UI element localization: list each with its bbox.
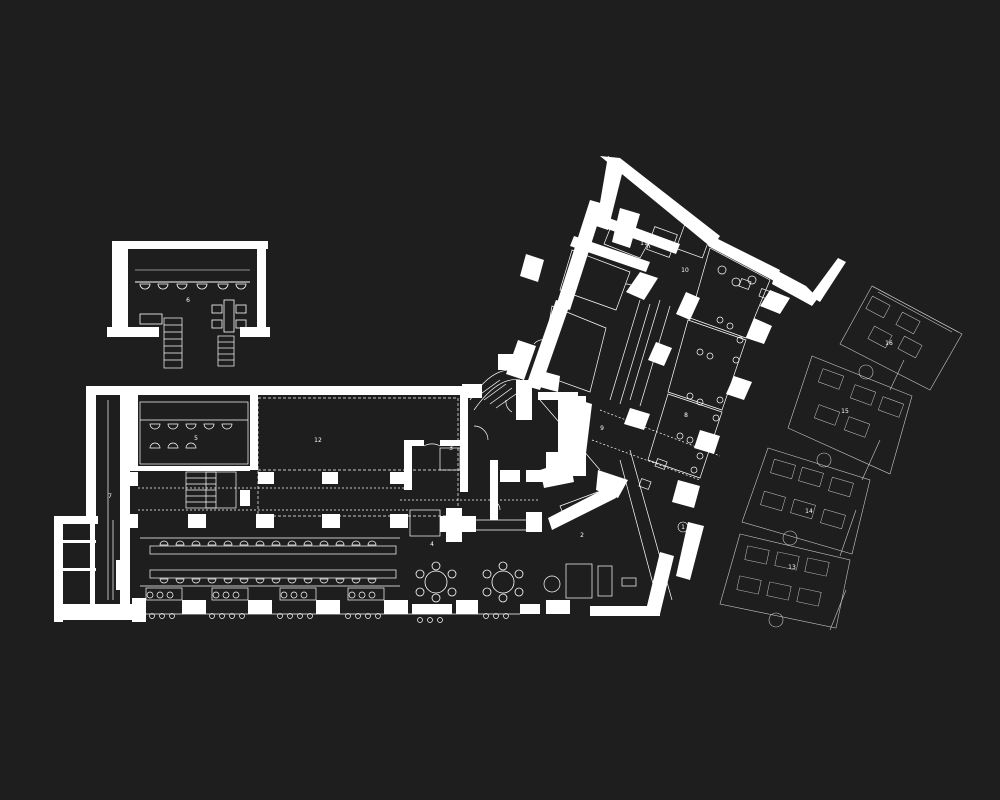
wall-west xyxy=(86,386,96,518)
wall-room5-bottom xyxy=(138,466,250,471)
east-wing xyxy=(506,156,846,616)
room-label-11: 11 xyxy=(640,240,648,247)
wall-north-west xyxy=(86,386,468,395)
wall-core-2 xyxy=(130,395,138,471)
room-labels: 1 2 3 4 5 6 7 8 9 10 11 12 13 14 15 16 xyxy=(108,240,893,571)
room-label-4: 4 xyxy=(430,541,434,548)
room-label-8: 8 xyxy=(684,412,688,419)
annex-wall-right xyxy=(257,249,266,337)
room-label-9: 9 xyxy=(600,425,604,432)
wall-room5-right xyxy=(250,395,258,470)
annex-wall-left xyxy=(112,241,128,337)
annex-wall-bottom-left xyxy=(107,327,159,337)
east-wing-chairs xyxy=(638,265,772,490)
annex-block xyxy=(107,241,270,369)
room-label-12: 12 xyxy=(314,437,322,444)
room-label-1: 1 xyxy=(681,524,685,531)
room-label-5: 5 xyxy=(194,435,198,442)
wall-room12-right xyxy=(460,395,468,443)
room-label-14: 14 xyxy=(805,508,813,515)
annex-chairs xyxy=(139,283,247,333)
west-wing-chairs xyxy=(139,423,509,623)
room-label-7: 7 xyxy=(108,493,112,500)
east-wing-lines xyxy=(505,221,771,611)
round-tables xyxy=(415,561,524,603)
annex-stair xyxy=(163,317,235,369)
room-label-10: 10 xyxy=(681,267,689,274)
wall-south-west xyxy=(54,604,136,620)
terrace-13 xyxy=(719,533,851,629)
terrace-15 xyxy=(787,355,913,475)
west-wing-lines xyxy=(107,397,520,615)
annex-wall-top xyxy=(112,241,268,249)
room-label-2: 2 xyxy=(580,532,584,539)
room-label-6: 6 xyxy=(186,297,190,304)
room-label-3: 3 xyxy=(449,445,453,452)
wall-west-lower xyxy=(54,516,98,524)
room-label-13: 13 xyxy=(788,564,796,571)
terrace-14 xyxy=(741,447,871,555)
annex-wall-bottom-right xyxy=(240,327,270,337)
west-wing xyxy=(54,386,570,622)
room-label-15: 15 xyxy=(841,408,849,415)
terrace xyxy=(719,285,963,631)
wall-core-1 xyxy=(120,395,130,620)
wall-west-left xyxy=(54,516,63,622)
wall-east-outer xyxy=(596,156,624,230)
room-label-16: 16 xyxy=(885,340,893,347)
